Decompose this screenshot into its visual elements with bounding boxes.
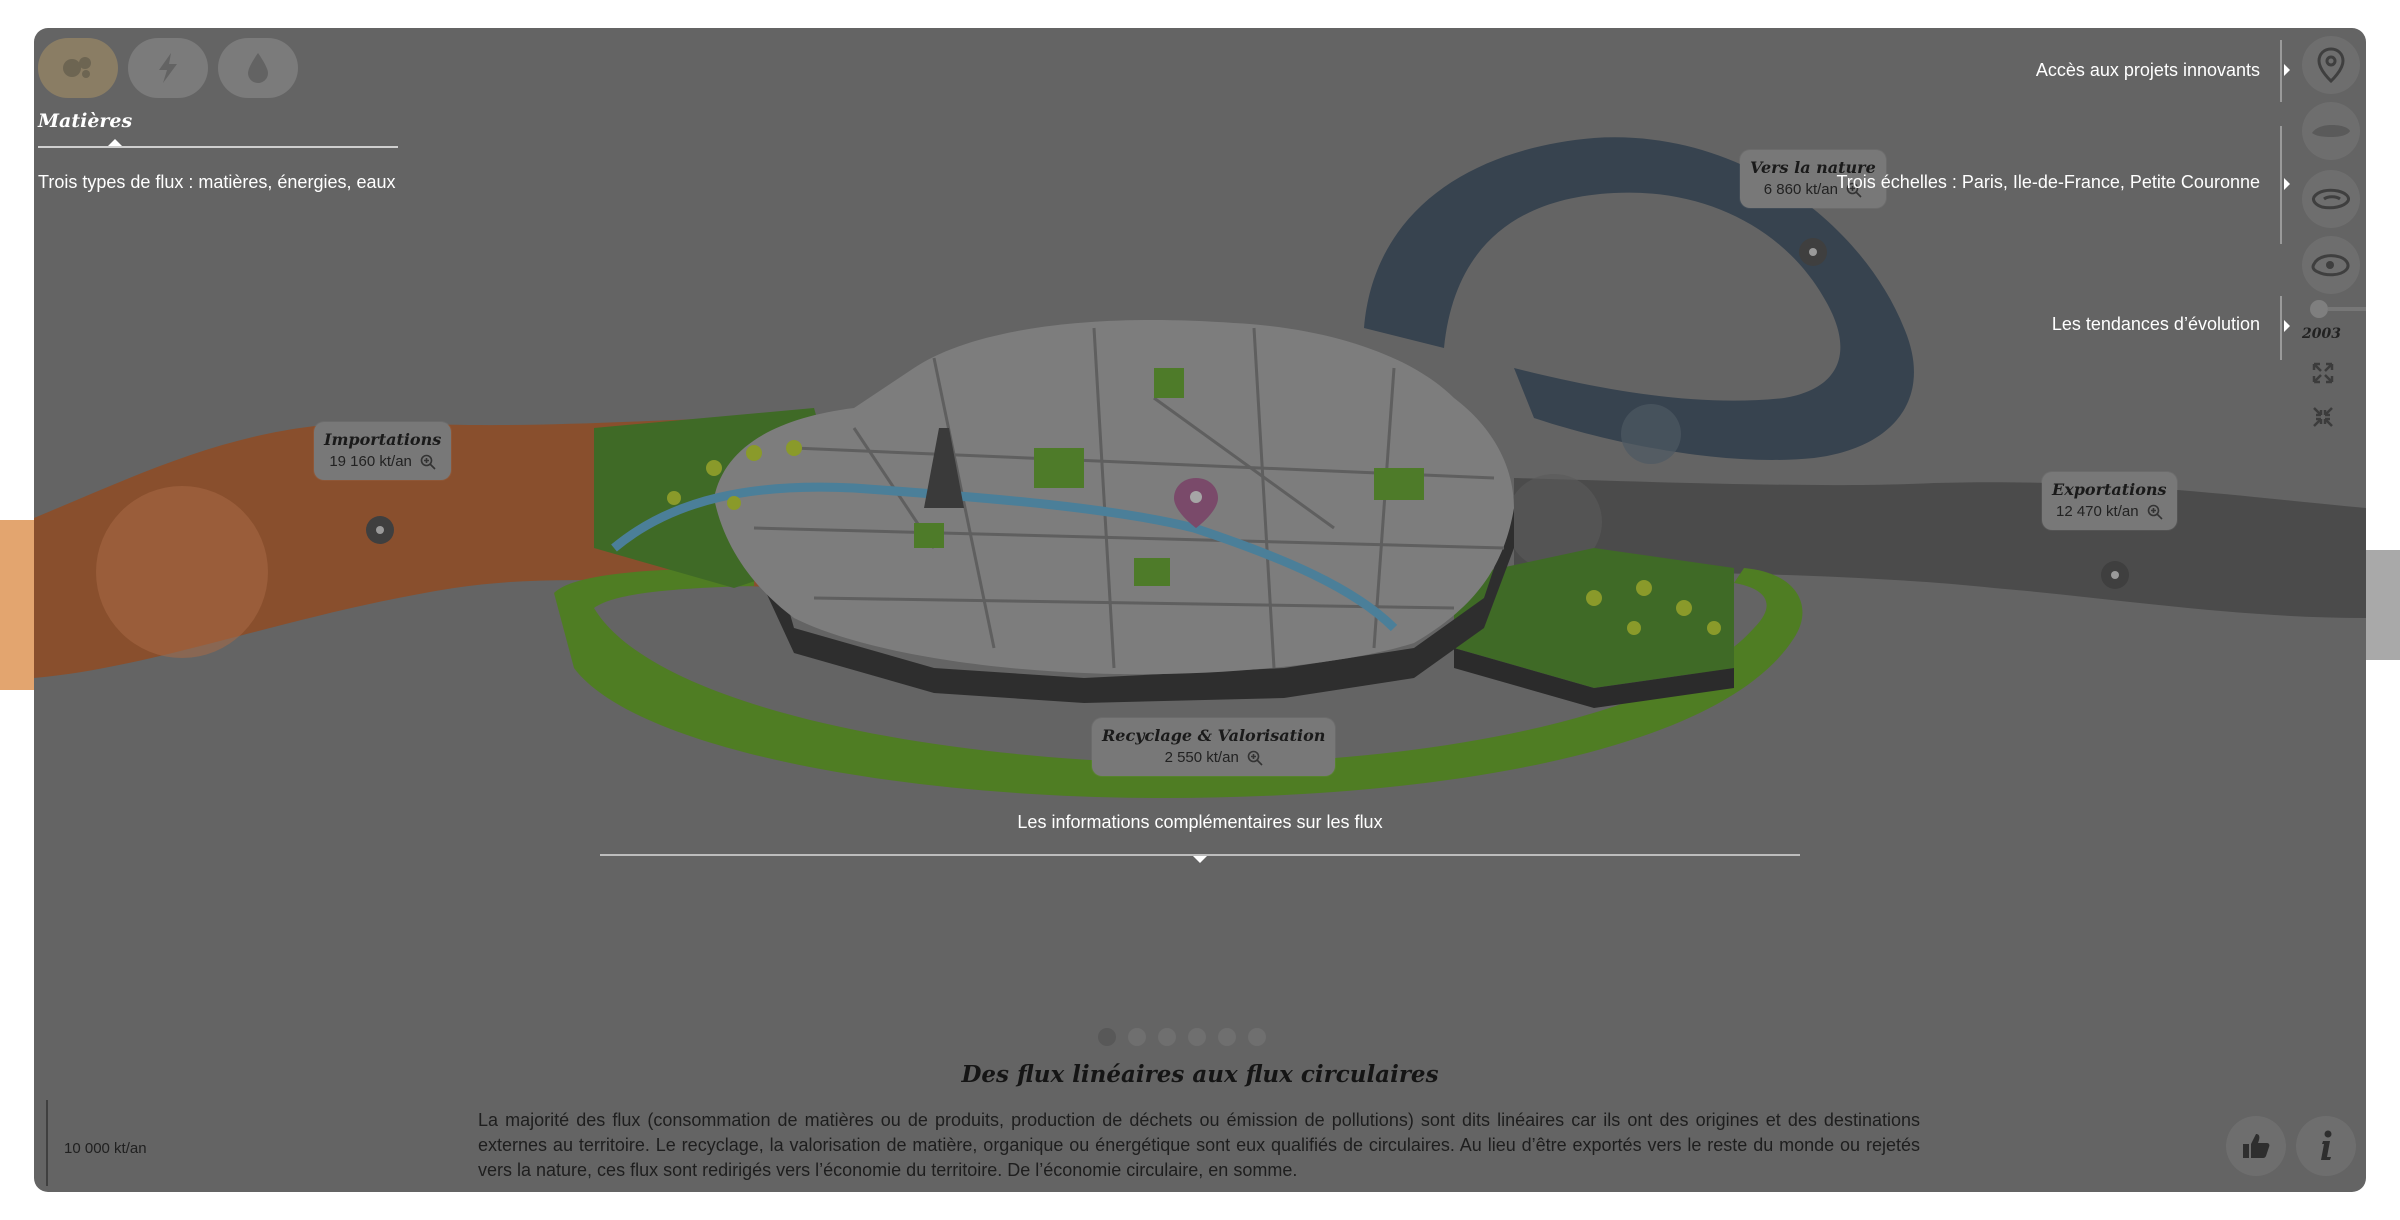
active-flux-tab[interactable]: Matières	[38, 110, 133, 132]
exportations-bubble[interactable]: Exportations 12 470 kt/an	[2042, 472, 2177, 530]
trends-label: Les tendances d’évolution	[2051, 314, 2260, 334]
vers-nature-bubble[interactable]: Vers la nature 6 860 kt/an	[1740, 150, 1886, 208]
zoom-in-icon[interactable]	[420, 454, 436, 470]
recyclage-value: 2 550 kt/an	[1164, 749, 1239, 766]
park-east	[1454, 548, 1734, 688]
nature-halo	[1621, 404, 1681, 464]
slide-dot-3[interactable]	[1158, 1028, 1176, 1046]
flux-type-matieres-button[interactable]	[38, 38, 118, 98]
eiffel-tower	[924, 428, 964, 508]
recyclage-title: Recyclage & Valorisation	[1102, 726, 1326, 745]
thumbs-up-icon	[2243, 1134, 2270, 1158]
scales-separator	[2280, 126, 2282, 244]
paris-shape-icon	[2312, 125, 2350, 137]
trends-caret	[2284, 320, 2290, 332]
scale-idf-button[interactable]	[2302, 170, 2360, 228]
like-button[interactable]	[2226, 1116, 2286, 1176]
info-caret[interactable]	[1193, 856, 1207, 863]
exportations-halo	[1506, 474, 1602, 570]
projects-label: Accès aux projets innovants	[2035, 60, 2260, 80]
importations-value: 19 160 kt/an	[329, 453, 412, 470]
timeline-handle[interactable]	[2310, 300, 2328, 318]
flux-app: Matières Trois types de flux : matières,…	[34, 28, 2366, 1192]
trees	[667, 440, 1721, 635]
timeline-year: 2003	[2302, 326, 2341, 342]
exportations-value: 12 470 kt/an	[2055, 503, 2139, 520]
zoom-in-icon[interactable]	[1846, 182, 1862, 198]
slide-dot-4[interactable]	[1188, 1028, 1206, 1046]
recyclage-bubble[interactable]: Recyclage & Valorisation 2 550 kt/an	[1092, 718, 1336, 776]
petite-couronne-icon	[2311, 254, 2350, 277]
timeline-track	[2328, 307, 2366, 311]
flux-map-artwork	[34, 137, 2366, 798]
city-parks	[914, 368, 1424, 586]
tab-underline	[38, 146, 398, 148]
collapse-button[interactable]	[2308, 402, 2338, 432]
scales-label: Trois échelles : Paris, Ile-de-France, P…	[1836, 172, 2260, 192]
scales-caret	[2284, 178, 2290, 190]
trends-separator	[2280, 296, 2282, 360]
expand-icon	[2312, 362, 2334, 384]
importations-halo	[96, 486, 268, 658]
slide-dot-5[interactable]	[1218, 1028, 1236, 1046]
map-pin-icon	[2317, 47, 2345, 83]
info-button[interactable]	[2296, 1116, 2356, 1176]
scale-petite-couronne-button[interactable]	[2302, 236, 2360, 294]
seine-river	[611, 482, 1398, 632]
slide-dot-6[interactable]	[1248, 1028, 1266, 1046]
eau-icon	[248, 53, 268, 83]
expand-button[interactable]	[2308, 358, 2338, 388]
flux-types-hint: Trois types de flux : matières, énergies…	[38, 172, 396, 192]
info-hint: Les informations complémentaires sur les…	[1017, 812, 1383, 832]
energie-icon	[159, 53, 177, 83]
matieres-icon	[63, 57, 91, 78]
info-icon	[2321, 1130, 2332, 1160]
tab-caret	[108, 139, 122, 146]
flux-type-eau-button[interactable]	[218, 38, 298, 98]
vers-nature-title: Vers la nature	[1750, 158, 1876, 177]
slide-dot-1[interactable]	[1098, 1028, 1116, 1046]
flux-type-energie-button[interactable]	[128, 38, 208, 98]
scale-legend: 10 000 kt/an	[46, 1100, 228, 1186]
slide-dot-2[interactable]	[1128, 1028, 1146, 1046]
collapse-icon	[2313, 407, 2333, 427]
importations-flow-edge	[0, 520, 40, 690]
idf-shape-icon	[2312, 188, 2350, 210]
zoom-in-icon[interactable]	[1247, 750, 1263, 766]
importations-bubble[interactable]: Importations 19 160 kt/an	[314, 422, 452, 480]
exportations-title: Exportations	[2052, 480, 2167, 499]
vers-nature-flow	[1364, 137, 1914, 460]
scale-paris-button[interactable]	[2302, 102, 2360, 160]
slides-pagination	[1098, 1028, 1266, 1046]
importations-title: Importations	[324, 430, 442, 449]
vers-nature-value: 6 860 kt/an	[1763, 181, 1838, 198]
exportations-flow-edge	[2362, 550, 2400, 660]
projects-caret	[2284, 64, 2290, 76]
projects-separator	[2280, 40, 2282, 102]
paris-city	[714, 320, 1514, 675]
park-east-shadow	[1454, 648, 1734, 708]
section-title: Des flux linéaires aux flux circulaires	[961, 1061, 1439, 1088]
section-body: La majorité des flux (consommation de ma…	[478, 1110, 1920, 1180]
info-underline	[600, 854, 1800, 856]
recyclage-flow	[554, 568, 1803, 798]
scale-legend-label: 10 000 kt/an	[64, 1140, 147, 1157]
projects-button[interactable]	[2302, 36, 2360, 94]
zoom-in-icon[interactable]	[2147, 504, 2163, 520]
